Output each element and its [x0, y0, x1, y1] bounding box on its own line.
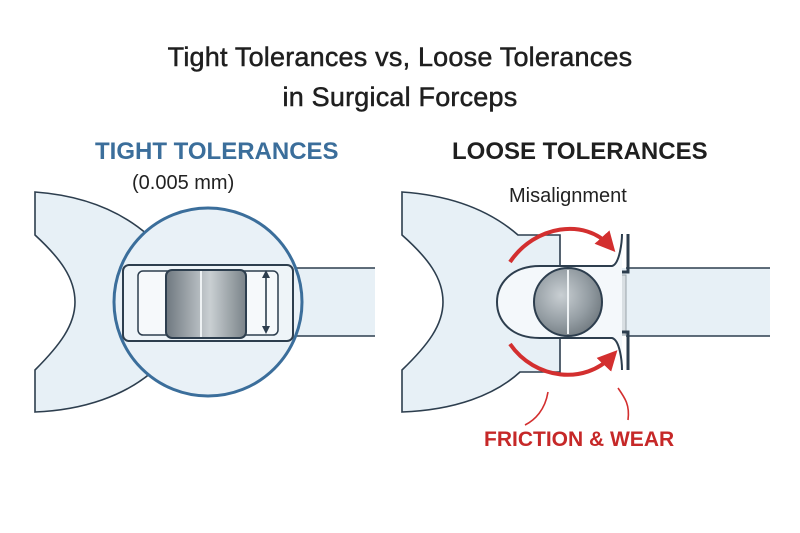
wear-marks: [524, 387, 630, 426]
title-line-1: Tight Tolerances vs, Loose Tolerances: [167, 42, 633, 73]
misalignment-label: Misalignment: [509, 185, 627, 207]
friction-wear-label: FRICTION & WEAR: [484, 428, 675, 451]
tight-joint-magnifier: [112, 206, 304, 398]
title-line-2: in Surgical Forceps: [282, 82, 518, 113]
loose-joint: [495, 233, 630, 371]
misalignment-arrows: [508, 226, 618, 377]
tight-tolerances-heading: TIGHT TOLERANCES: [95, 138, 339, 165]
loose-tolerances-heading: LOOSE TOLERANCES: [452, 138, 708, 165]
tight-tolerance-value: (0.005 mm): [132, 172, 235, 194]
